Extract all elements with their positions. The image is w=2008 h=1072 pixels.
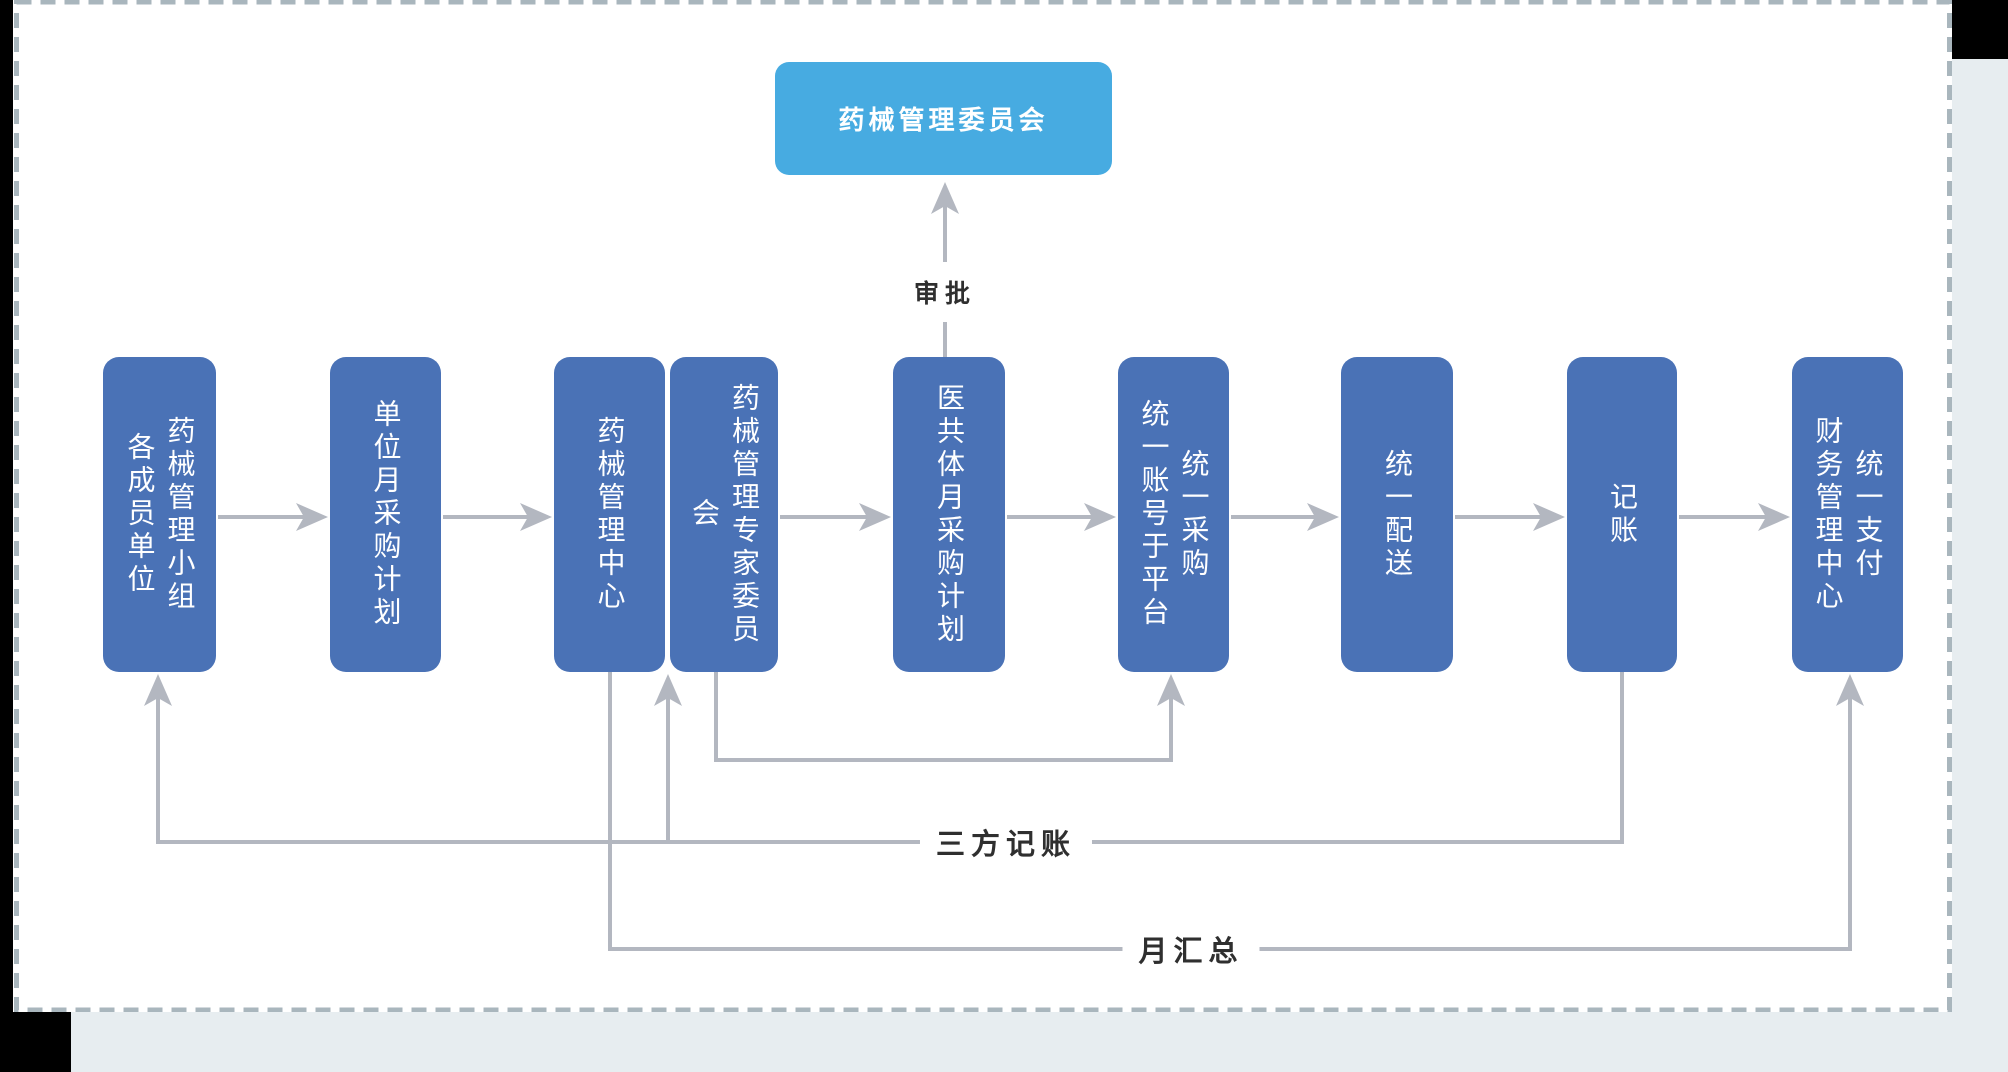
top-right-black-block <box>1952 0 2008 59</box>
node-text: 统一采购 统一账号于平台 <box>1138 399 1210 630</box>
node-unit-monthly-purchase-plan[interactable]: 单位月采购计划 <box>330 357 441 672</box>
node-text: 药械管理中心 <box>594 415 626 614</box>
bottom-left-black-block <box>0 1012 71 1072</box>
node-device-expert-committee[interactable]: 药械管理专家委员会 <box>670 357 778 672</box>
node-device-management-center[interactable]: 药械管理中心 <box>554 357 665 672</box>
node-bookkeeping[interactable]: 记账 <box>1567 357 1677 672</box>
edge-label-three-party-bookkeeping[interactable]: 三方记账 <box>919 819 1093 865</box>
node-finance-management-center[interactable]: 统一支付 财务管理中心 <box>1792 357 1903 672</box>
outside-bottom-strip <box>0 1012 2008 1072</box>
left-black-edge <box>0 0 13 1072</box>
node-text: 药械管理小组 各成员单位 <box>124 415 196 614</box>
node-committee-label: 药械管理委员会 <box>838 105 1049 135</box>
node-text: 统一支付 财务管理中心 <box>1812 415 1884 614</box>
node-text: 记账 <box>1607 481 1638 548</box>
node-text: 药械管理专家委员会 <box>689 382 760 647</box>
node-unified-procurement-platform[interactable]: 统一采购 统一账号于平台 <box>1118 357 1229 672</box>
node-text: 统一配送 <box>1382 448 1413 581</box>
edge-label-approval[interactable]: 审批 <box>911 262 979 322</box>
node-text: 医共体月采购计划 <box>934 382 965 647</box>
node-member-units-device-group[interactable]: 药械管理小组 各成员单位 <box>103 357 216 672</box>
node-text: 单位月采购计划 <box>370 399 402 630</box>
node-community-monthly-purchase-plan[interactable]: 医共体月采购计划 <box>893 357 1005 672</box>
node-committee[interactable]: 药械管理委员会 <box>775 62 1112 175</box>
node-unified-delivery[interactable]: 统一配送 <box>1341 357 1453 672</box>
edge-label-monthly-summary[interactable]: 月汇总 <box>1122 926 1260 972</box>
outside-right-strip <box>1952 0 2008 1072</box>
